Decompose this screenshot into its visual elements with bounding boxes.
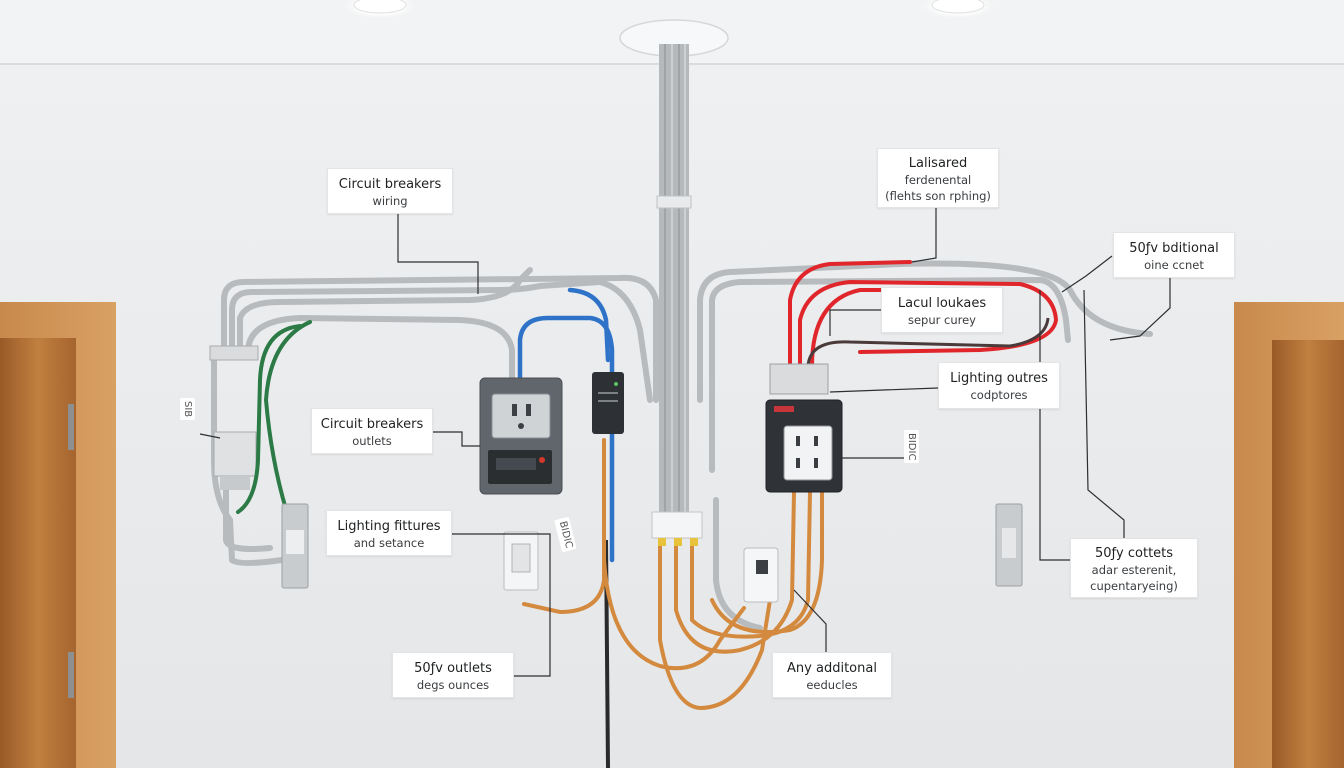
central-conduit [656,44,692,514]
label-line-2: oine ccnet [1144,258,1204,272]
label-line-1: Circuit breakers [338,177,442,192]
blue-wires [517,287,615,563]
label-line-1: Lighting outres [950,371,1048,386]
label-line-1: 50ƒy cottets [1094,546,1174,561]
small-switch-right [743,547,779,603]
tag-left-conduit: SIB [180,398,195,421]
orange-wires [522,438,824,711]
label-line-2: codptores [970,388,1028,402]
label-line-2: sepur curey [907,313,976,327]
label-line-3: cupentaryeing) [1090,579,1178,593]
label-line-2: wiring [372,194,408,208]
label-line-1: Any additonal [787,661,877,676]
left-door [0,302,116,768]
wall-plate-right [995,503,1023,587]
small-outlet-center [503,531,539,591]
ceiling-light-right-core [931,0,985,14]
label-line-2: degs ounces [416,678,490,692]
tag-right-box: BIDIC [904,430,919,464]
dark-wire-right [806,317,1050,367]
label-line-1: 50ƒv outlets [414,661,492,676]
label-line-1: Lalisared [908,156,968,171]
label-line-2: outlets [352,434,392,448]
label-circuit-breakers-outlets: Circuit breakers outlets [311,408,433,454]
label-line-3: (flehts son rphing) [885,189,991,203]
label-lighting-fixtures: Lighting fittures and setance [326,510,452,556]
label-line-2: and setance [353,536,425,550]
label-cottets: 50ƒy cottets adar esterenit, cupentaryei… [1070,538,1198,598]
label-line-2: eeducles [806,678,858,692]
small-module [592,372,624,434]
label-lacul-loukes: Lacul loukaes sepur curey [881,287,1003,333]
label-circuit-breakers-wiring: Circuit breakers wiring [327,168,453,214]
ceiling-light-left-core [353,0,407,14]
right-panel [765,363,843,493]
left-panel [479,377,563,495]
label-line-1: Circuit breakers [320,417,424,432]
label-lalisared: Lalisared ferdenental (flehts son rphing… [877,148,999,208]
left-junction-box [209,345,259,490]
label-line-1: 50ƒv bditional [1129,241,1219,256]
label-line-2: ferdenental [904,173,972,187]
label-line-1: Lighting fittures [337,519,441,534]
label-any-additonal: Any additonal eeducles [772,652,892,698]
green-wires [236,320,312,530]
distribution-block [651,511,703,546]
label-line-1: Lacul loukaes [897,296,987,311]
label-lighting-outres: Lighting outres codptores [938,362,1060,409]
small-outlet-left [281,503,309,589]
label-bditional: 50ƒv bditional oine ccnet [1113,232,1235,278]
right-door [1234,302,1344,768]
label-line-2: adar esterenit, [1091,563,1177,577]
label-outlets-left: 50ƒv outlets degs ounces [392,652,514,698]
